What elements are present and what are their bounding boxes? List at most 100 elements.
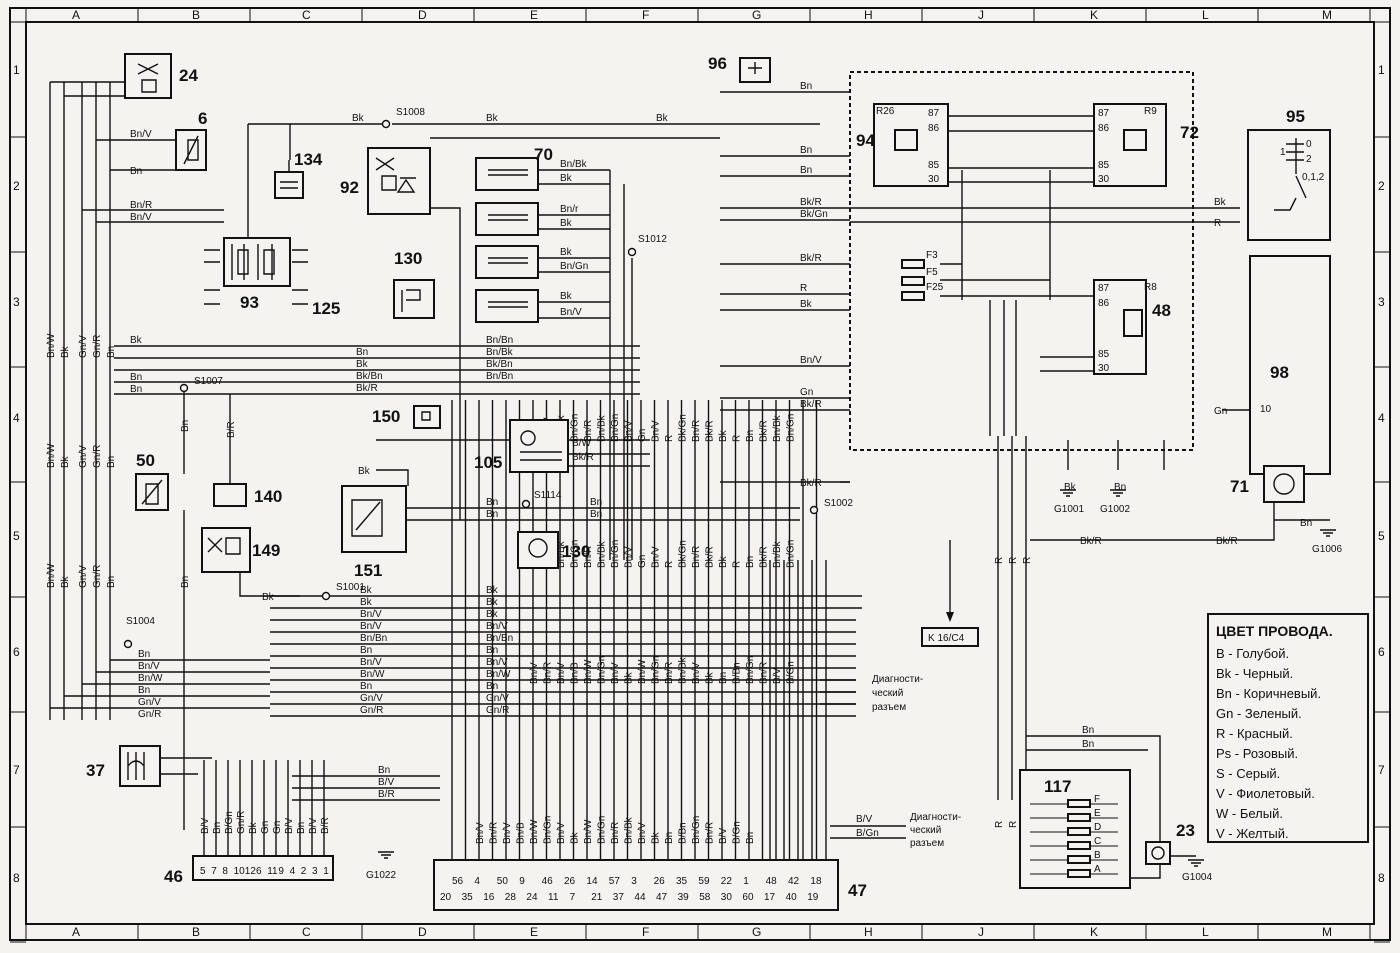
- relay-r9-pin-86: 86: [1098, 123, 1110, 134]
- component-149-symbol: [207, 537, 241, 555]
- fuse-117-C-body: [1067, 841, 1091, 850]
- wire-c105-label-0: B/W: [572, 438, 591, 449]
- component-71-symbol: [1273, 473, 1295, 495]
- fuse-117-F-label: F: [1094, 794, 1100, 805]
- wire-c105-label-1: Bk/R: [572, 452, 594, 463]
- wire-c46-label-2: B/Gn: [224, 811, 235, 834]
- connector-47-bottom-pin-14: 60: [742, 892, 754, 903]
- component-72-label: 72: [1180, 123, 1199, 142]
- connector-46-pin-7-1: 7: [211, 866, 217, 877]
- connector-47-top-pin-15: 42: [788, 876, 800, 887]
- splice-S1001-node: [321, 591, 331, 601]
- legend-frame: [1207, 613, 1369, 843]
- diagnostic-label-bottom-line-1: Диагности-: [910, 812, 961, 823]
- relay-r9-pin-85: 85: [1098, 160, 1110, 171]
- wire-harness-label-top-5: Bn/Bk: [597, 414, 608, 442]
- connector-47-bottom-pin-0: 20: [440, 892, 452, 903]
- connector-47-top-pin-10: 35: [676, 876, 688, 887]
- fuse-f3: [901, 259, 925, 269]
- fuse-f25-label: F25: [926, 282, 944, 293]
- wire-harness-label-mid-18: B/V: [772, 668, 783, 684]
- grid-column-bottom-D: D: [418, 925, 427, 939]
- wire-bus-ext-label-5: Gn/R: [138, 709, 161, 720]
- wire-color-legend: ЦВЕТ ПРОВОДА. В - Голубой. Bk - Черный. …: [1207, 613, 1369, 843]
- component-23: 23: [1145, 821, 1195, 865]
- connector-47-top-pin-6: 14: [586, 876, 598, 887]
- wire-c71: [1030, 502, 1330, 541]
- wire-bus-label-7: Bn/W: [486, 669, 511, 680]
- grid-column-bottom-M: M: [1322, 925, 1332, 939]
- relay-r26-name: R26: [876, 106, 895, 117]
- wire-harness-label-mid-13: Bk: [705, 671, 716, 684]
- wire-c93-label-0: Bn/R: [130, 200, 152, 211]
- component-92-symbol: [375, 157, 416, 193]
- component-151: 151: [341, 485, 407, 580]
- diagnostic-label-middle-line-2: ческий: [872, 688, 903, 699]
- relay-r26-pin-87: 87: [928, 108, 940, 119]
- relay-r8-pin-86: 86: [1098, 298, 1110, 309]
- relay-r26-pin-86: 86: [928, 123, 940, 134]
- wire-harness-label-top-11: Bk/Gn: [678, 414, 689, 442]
- wire-c70-label-0: Bn/Bk: [560, 159, 588, 170]
- component-70-unit-1: [475, 157, 539, 191]
- connector-47-top-pin-14: 48: [766, 876, 778, 887]
- grid-column-bottom-F: F: [642, 925, 649, 939]
- wire-c71-label-0: Bk/R: [1216, 536, 1238, 547]
- component-134-symbol: [280, 160, 298, 189]
- wire-harness-label-mid-2: Bn/V: [556, 662, 567, 684]
- legend-entry-1: В - Голубой.: [1216, 646, 1289, 661]
- relay-r26-pin-30: 30: [928, 174, 940, 185]
- wire-c46-cross-label-0: Bn: [378, 765, 390, 776]
- connector-47-top-pin-8: 3: [631, 876, 637, 887]
- wire-harness-label-3: Bn/Gn: [570, 540, 581, 568]
- ground-G1001-symbol: [1060, 489, 1076, 497]
- wire-harness-label-top-16: Bn: [745, 430, 756, 442]
- wire-harness-label-mid-11: Bn/Bk: [678, 656, 689, 684]
- wire-harness-label-top-8: Gn: [637, 429, 648, 442]
- wire-c50-c140: [183, 390, 231, 484]
- component-37-label: 37: [86, 761, 105, 780]
- wire-top-label-0: Bk: [352, 113, 365, 124]
- grid-row-left-7: 7: [13, 763, 20, 777]
- component-70-unit-2: [475, 202, 539, 236]
- wire-c47-pin-label-3: Bn/B: [516, 822, 527, 844]
- wire-harness-label-14: Bk: [718, 555, 729, 568]
- wire-diag-label-0: B/V: [856, 814, 872, 825]
- ground-G1022-label: G1022: [366, 870, 396, 881]
- wire-c47-pin-label-13: Bk: [651, 831, 662, 844]
- wire-c47-pin-label-17: Bn/R: [705, 822, 716, 844]
- ground-G1002-label: G1002: [1100, 504, 1130, 515]
- component-70-label: 70: [534, 145, 553, 164]
- splice-S1007-label: S1007: [194, 376, 223, 387]
- grid-row-right-6: 6: [1378, 645, 1385, 659]
- wire-c46-label-6: Gn: [272, 821, 283, 834]
- grid-column-top-L: L: [1202, 8, 1209, 22]
- wire-harness-label-6: Bn/Gn: [610, 540, 621, 568]
- control-module-outline: [849, 71, 1194, 451]
- wire-bus-label-3: Bn/V: [486, 621, 508, 632]
- connector-47-bottom-pin-3: 28: [505, 892, 517, 903]
- component-149-label: 149: [252, 541, 280, 560]
- grid-column-bottom-B: B: [192, 925, 200, 939]
- wire-harness-label-top-19: Bn/Gn: [786, 414, 797, 442]
- component-130-bottom-box: [517, 531, 559, 569]
- wire-left-label-bottom-4: Bn: [106, 576, 117, 588]
- wire-bus-left-label-10: Gn/R: [360, 705, 383, 716]
- wire-mid-label-7: Bn/Bn: [486, 371, 513, 382]
- component-98-pin: 10: [1260, 404, 1272, 415]
- reference-box-frame: [921, 627, 979, 647]
- wire-red-label-1: R: [1008, 557, 1019, 564]
- legend-entry-9: W - Белый.: [1216, 806, 1283, 821]
- wire-mid-label-0: Bk: [130, 335, 143, 346]
- component-6-symbol: [183, 135, 199, 165]
- connector-47-bottom-pin-16: 40: [786, 892, 798, 903]
- wire-23-feed: [1026, 735, 1161, 842]
- wire-red-label-bottom-1: R: [1008, 821, 1019, 828]
- grid-row-left-1: 1: [13, 63, 20, 77]
- component-151-symbol: [351, 499, 383, 537]
- fuse-117-F-body: [1067, 799, 1091, 808]
- wire-harness-label-mid-9: Bn/Gn: [651, 656, 662, 684]
- connector-47-bottom-pin-5: 11: [548, 892, 559, 903]
